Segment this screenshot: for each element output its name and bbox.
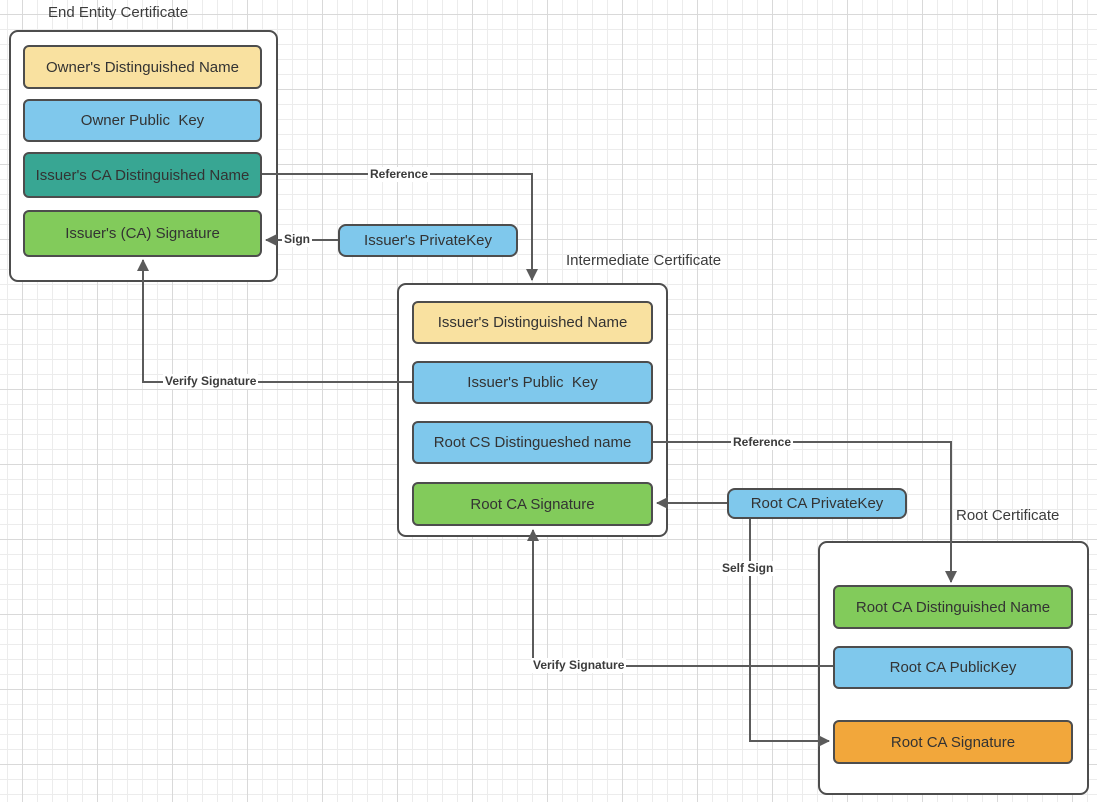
reference-right-edge-label: Reference	[731, 435, 794, 450]
issuer-private-key-label: Issuer's PrivateKey	[364, 232, 492, 249]
root-ca-private-key-label: Root CA PrivateKey	[750, 495, 884, 512]
owner-public-key-label: Owner Public Key	[80, 112, 205, 129]
issuer-public-key-label: Issuer's Public Key	[467, 374, 598, 391]
issuer-ca-signature-box: Issuer's (CA) Signature	[23, 210, 262, 257]
sign-edge-label: Sign	[282, 232, 312, 247]
issuer-distinguished-name-box: Issuer's Distinguished Name	[412, 301, 653, 344]
root-ca-signature-box: Root CA Signature	[833, 720, 1073, 764]
end-entity-certificate-title: End Entity Certificate	[48, 4, 189, 21]
root-certificate-title: Root Certificate	[956, 507, 1060, 524]
root-cs-distinguished-name-label: Root CS Distingueshed name	[433, 434, 632, 451]
intermediate-root-ca-signature-box: Root CA Signature	[412, 482, 653, 526]
verify-signature-left-edge-label: Verify Signature	[163, 374, 259, 389]
root-ca-distinguished-name-label: Root CA Distinguished Name	[855, 598, 1051, 616]
issuer-ca-distinguished-name-box: Issuer's CA Distinguished Name	[23, 152, 262, 198]
verify-signature-bottom-edge-label: Verify Signature	[531, 658, 627, 673]
root-ca-private-key-box: Root CA PrivateKey	[727, 488, 907, 519]
root-ca-public-key-label: Root CA PublicKey	[889, 659, 1017, 676]
root-cs-distinguished-name-box: Root CS Distingueshed name	[412, 421, 653, 464]
intermediate-root-ca-signature-label: Root CA Signature	[470, 495, 595, 513]
verify-signature-bottom-connector	[527, 529, 833, 667]
issuer-ca-distinguished-name-label: Issuer's CA Distinguished Name	[35, 166, 250, 184]
issuer-distinguished-name-label: Issuer's Distinguished Name	[437, 314, 628, 331]
owner-distinguished-name-label: Owner's Distinguished Name	[46, 58, 239, 76]
root-ca-public-key-box: Root CA PublicKey	[833, 646, 1073, 689]
reference-top-edge-label: Reference	[368, 167, 431, 182]
issuer-ca-signature-label: Issuer's (CA) Signature	[65, 225, 220, 242]
root-ca-distinguished-name-box: Root CA Distinguished Name	[833, 585, 1073, 629]
self-sign-edge-label: Self Sign	[720, 561, 776, 576]
owner-public-key-box: Owner Public Key	[23, 99, 262, 142]
issuer-private-key-box: Issuer's PrivateKey	[338, 224, 518, 257]
intermediate-certificate-title: Intermediate Certificate	[566, 252, 722, 269]
owner-distinguished-name-box: Owner's Distinguished Name	[23, 45, 262, 89]
root-ca-signature-label: Root CA Signature	[890, 733, 1016, 751]
issuer-public-key-box: Issuer's Public Key	[412, 361, 653, 404]
